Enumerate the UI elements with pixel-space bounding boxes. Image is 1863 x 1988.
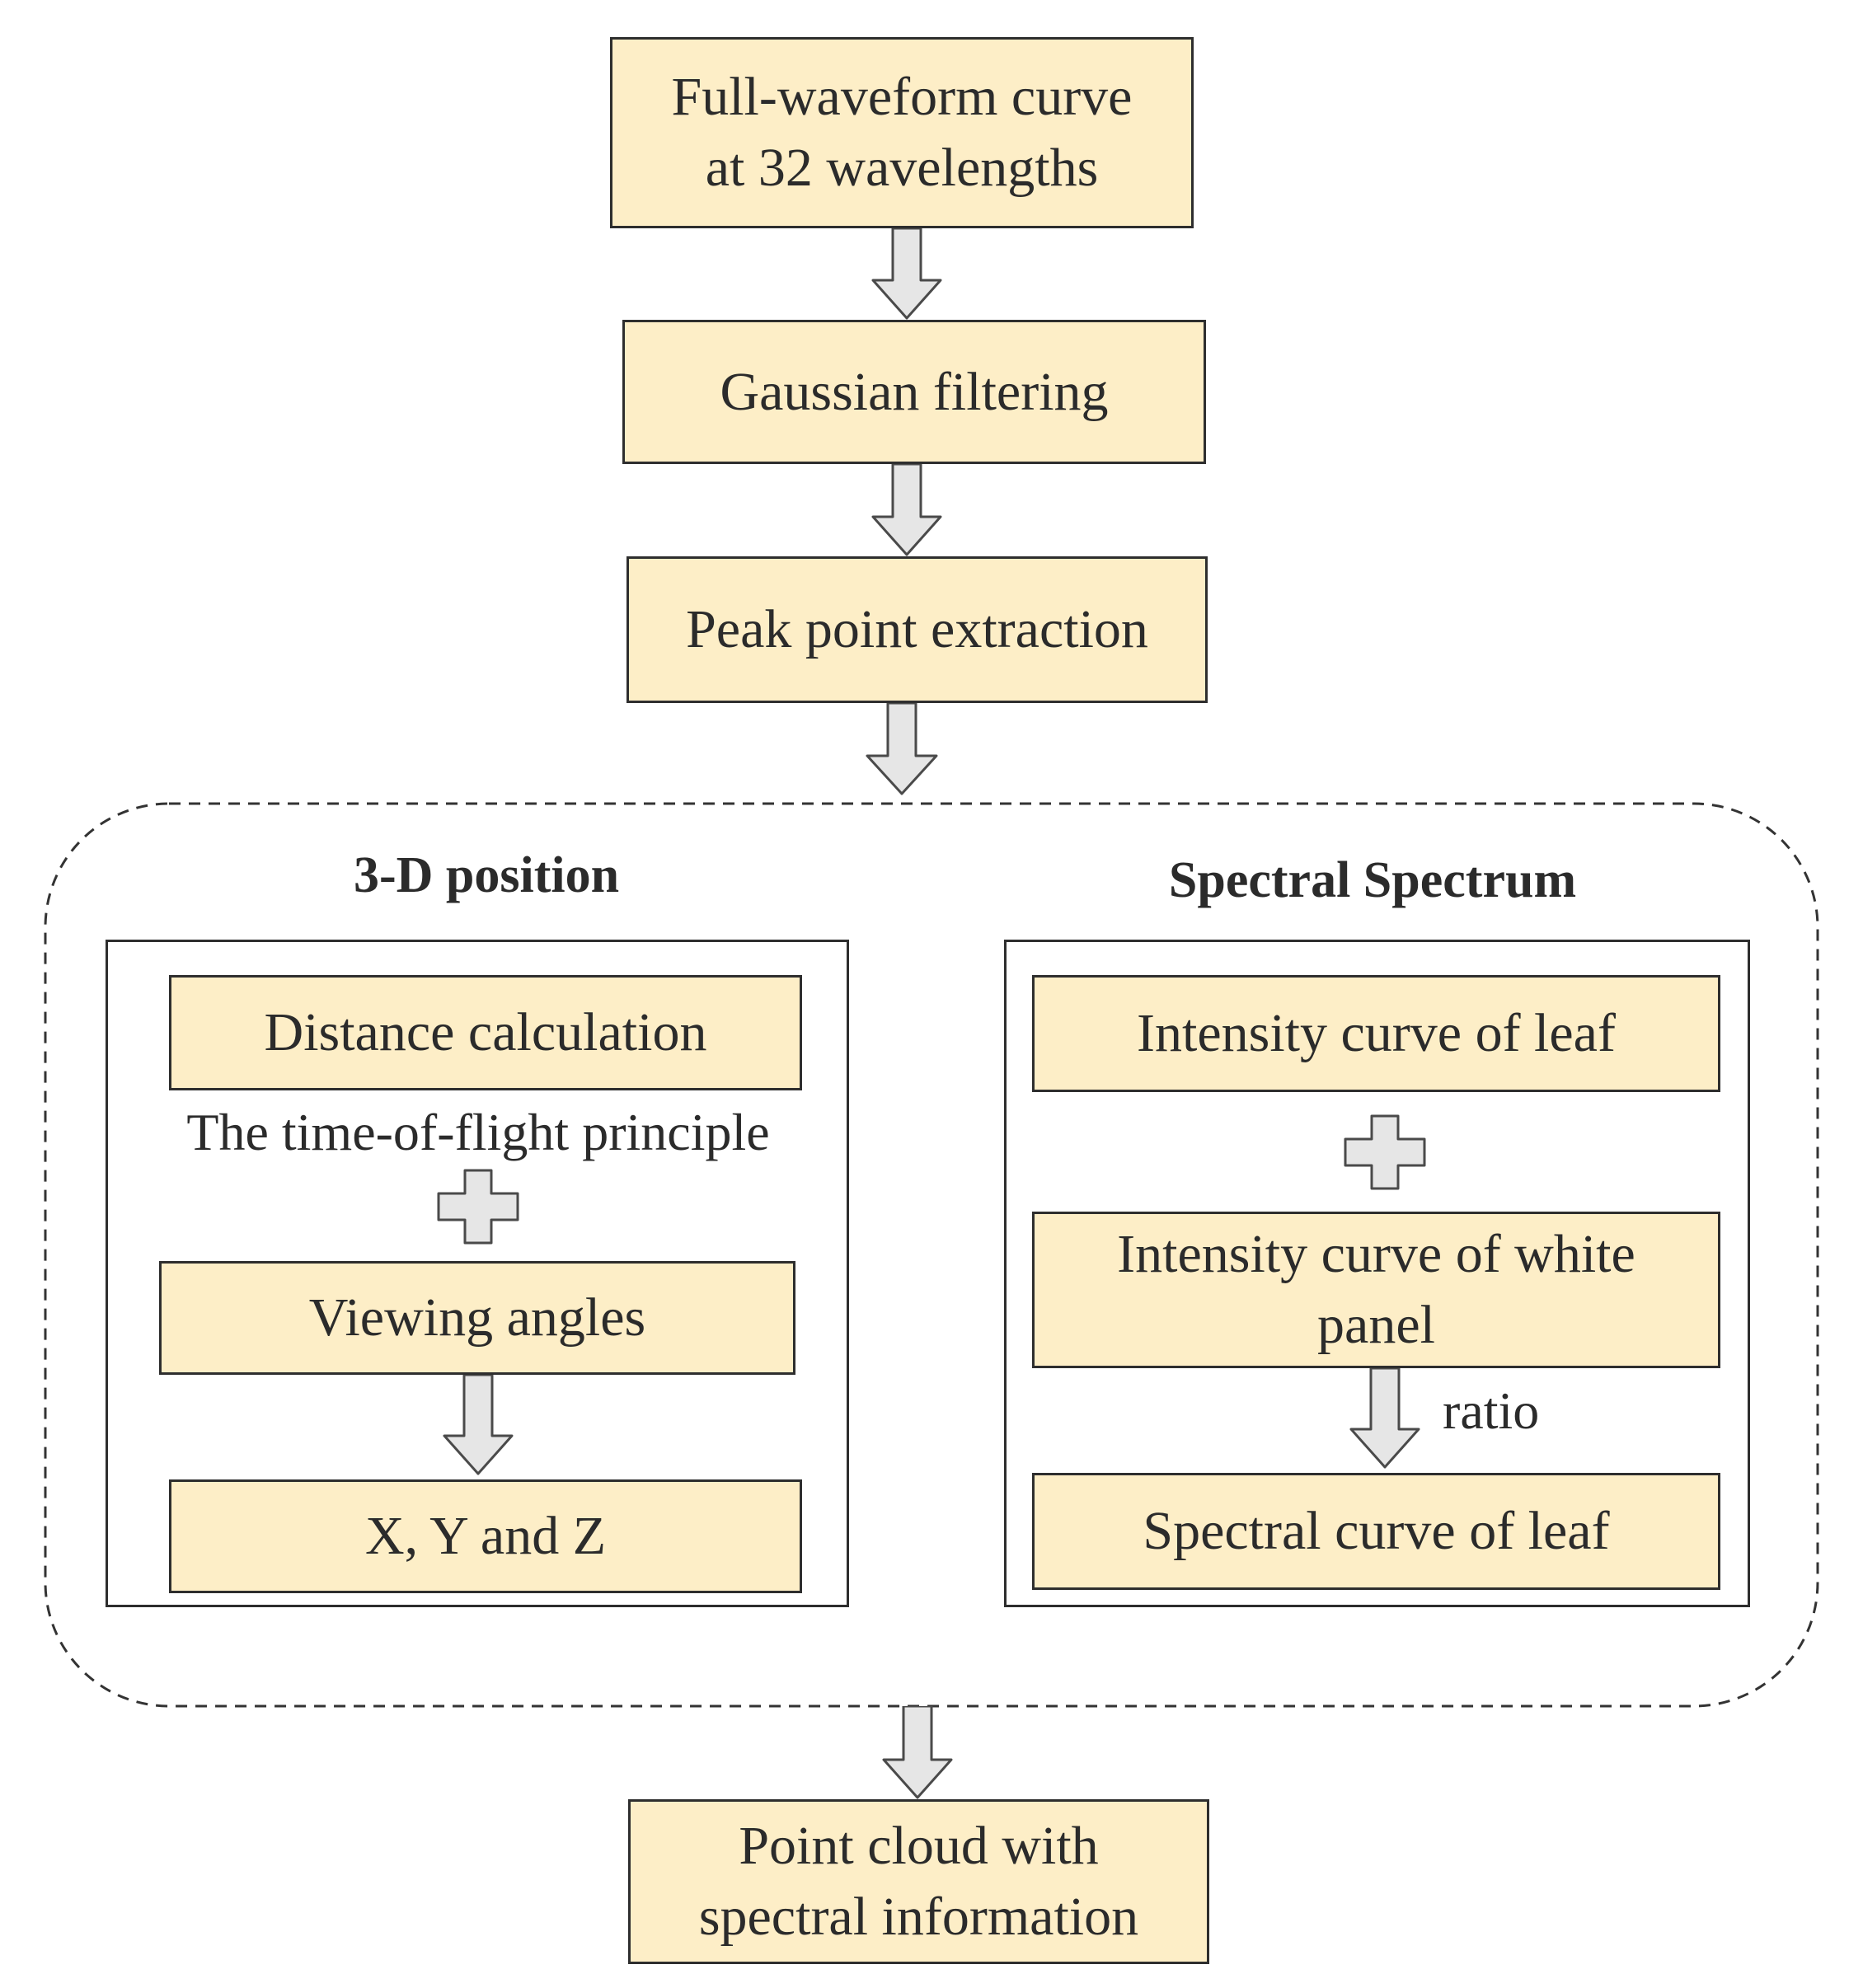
panel-intensity-box: Intensity curve of white panel bbox=[1032, 1212, 1720, 1368]
leaf-intensity-label: Intensity curve of leaf bbox=[1137, 1003, 1616, 1063]
panel-intensity-label: Intensity curve of white panel bbox=[1117, 1224, 1635, 1355]
down-arrow-icon bbox=[871, 464, 942, 556]
output-label: Point cloud with spectral information bbox=[698, 1816, 1139, 1947]
spectral-curve-label: Spectral curve of leaf bbox=[1143, 1501, 1610, 1561]
distance-calculation-label: Distance calculation bbox=[264, 1002, 707, 1062]
output-box: Point cloud with spectral information bbox=[628, 1799, 1209, 1964]
peak-extraction-label: Peak point extraction bbox=[686, 599, 1148, 659]
down-arrow-icon bbox=[1349, 1368, 1420, 1469]
xyz-label: X, Y and Z bbox=[364, 1506, 607, 1566]
leaf-intensity-box: Intensity curve of leaf bbox=[1032, 975, 1720, 1092]
gaussian-filtering-label: Gaussian filtering bbox=[720, 361, 1109, 422]
distance-calculation-box: Distance calculation bbox=[169, 975, 802, 1090]
position-heading: 3-D position bbox=[353, 847, 620, 903]
down-arrow-icon bbox=[882, 1706, 953, 1799]
viewing-angles-box: Viewing angles bbox=[159, 1261, 795, 1375]
xyz-box: X, Y and Z bbox=[169, 1479, 802, 1593]
spectrum-heading: Spectral Spectrum bbox=[1168, 852, 1577, 908]
ratio-label: ratio bbox=[1443, 1381, 1540, 1440]
down-arrow-icon bbox=[443, 1375, 514, 1475]
waveform-label: Full-waveform curve at 32 wavelengths bbox=[671, 67, 1133, 198]
gaussian-filtering-box: Gaussian filtering bbox=[622, 320, 1206, 464]
spectral-curve-box: Spectral curve of leaf bbox=[1032, 1473, 1720, 1590]
peak-extraction-box: Peak point extraction bbox=[626, 556, 1208, 703]
tof-principle-note: The time-of-flight principle bbox=[186, 1103, 770, 1161]
waveform-box: Full-waveform curve at 32 wavelengths bbox=[610, 37, 1194, 228]
plus-icon bbox=[437, 1169, 519, 1245]
viewing-angles-label: Viewing angles bbox=[308, 1287, 646, 1348]
down-arrow-icon bbox=[871, 228, 942, 320]
plus-icon bbox=[1344, 1114, 1426, 1190]
down-arrow-icon bbox=[866, 703, 938, 795]
